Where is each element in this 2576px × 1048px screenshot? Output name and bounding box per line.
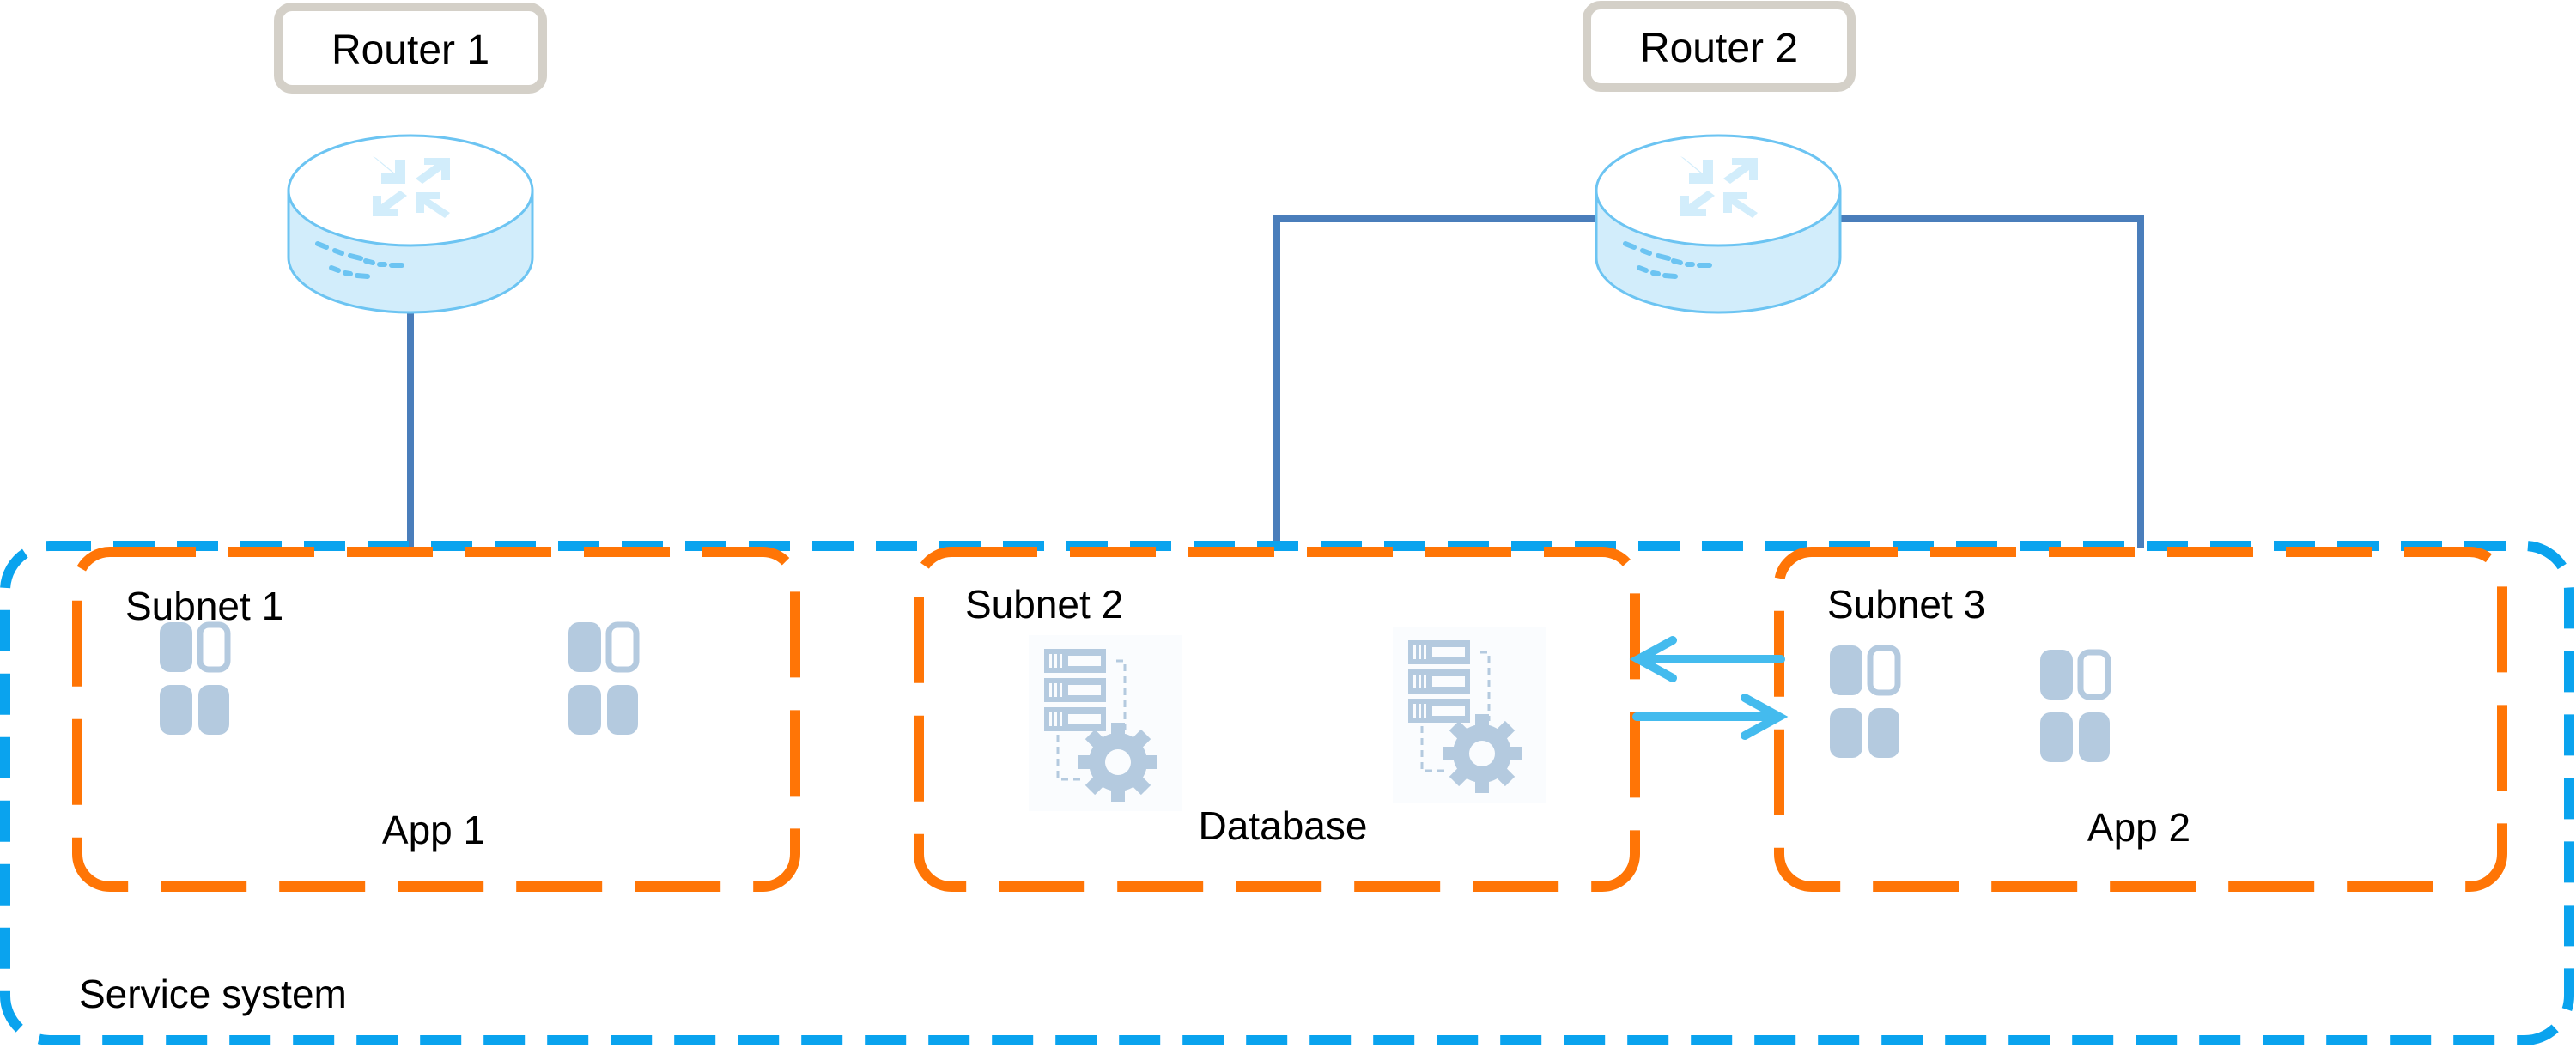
service-system-label: Service system [79,972,347,1016]
router-2-label-box [1583,1,1856,92]
router-1[interactable]: Router 1 [274,3,547,312]
link-router2-subnets [1273,215,2144,548]
app-grid-icon [2040,650,2110,762]
router-1-label: Router 1 [331,27,489,73]
router-2[interactable]: Router 2 [1583,1,1856,312]
subnet-3-label: Subnet 3 [1827,582,1985,627]
subnet-2-label: Subnet 2 [965,582,1123,627]
router-icon [1596,136,1840,312]
app-grid-icon [160,622,229,735]
database-label: Database [1199,803,1368,848]
service-system-boundary [0,541,2574,1045]
router-1-label-box [274,3,547,94]
arrow-subnet3-to-subnet2 [1629,636,1785,682]
subnet-1-boundary [72,547,800,892]
router-icon [289,136,532,312]
database-server-gear-icon [1391,625,1547,804]
router-2-label: Router 2 [1640,26,1798,71]
app-2-label: App 2 [2087,805,2190,850]
app-1-label: App 1 [382,808,485,852]
subnet-3-boundary [1774,547,2507,892]
app-grid-icon [1830,645,1899,758]
app-grid-icon [568,622,638,735]
subnet-3[interactable]: Subnet 3 App 2 [1827,582,2190,850]
subnet-1[interactable]: Subnet 1 App 1 [125,584,638,852]
subnet-1-label: Subnet 1 [125,584,283,628]
database-server-gear-icon [1027,633,1183,813]
arrow-subnet2-to-subnet3 [1632,694,1789,740]
subnet-2[interactable]: Subnet 2 Database [965,582,1547,848]
